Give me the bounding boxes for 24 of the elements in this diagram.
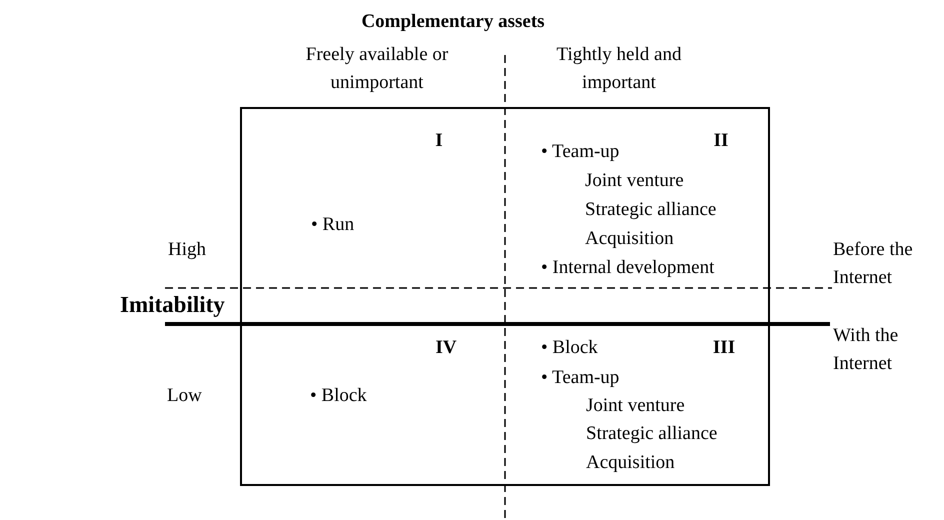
column-heading: Tightly held and important xyxy=(556,43,682,95)
bullet-item: • Team-up xyxy=(541,140,620,164)
bullet-item: • Block xyxy=(541,336,598,360)
sub-item: Joint venture xyxy=(585,169,684,193)
sub-item: Acquisition xyxy=(585,227,674,251)
bullet-item: • Run xyxy=(311,213,354,237)
sub-item: Joint venture xyxy=(586,394,685,418)
sub-item: Strategic alliance xyxy=(585,198,716,222)
column-heading: Freely available or unimportant xyxy=(304,43,450,95)
bullet-item: • Team-up xyxy=(541,366,620,390)
line-label: With the Internet xyxy=(833,324,900,376)
sub-item: Acquisition xyxy=(586,451,675,475)
quadrant-number: III xyxy=(712,336,736,360)
bullet-item: • Block xyxy=(310,384,367,408)
quadrant-number: II xyxy=(714,129,728,153)
row-heading: Low xyxy=(167,384,202,408)
axis-title: Imitability xyxy=(120,291,225,319)
bullet-item: • Internal development xyxy=(541,256,714,280)
axis-title: Complementary assets xyxy=(361,10,545,34)
line-label: Before the Internet xyxy=(833,238,914,290)
sub-item: Strategic alliance xyxy=(586,422,718,446)
quadrant-number: I xyxy=(435,129,443,153)
quadrant-number: IV xyxy=(435,336,457,360)
row-heading: High xyxy=(168,238,206,262)
